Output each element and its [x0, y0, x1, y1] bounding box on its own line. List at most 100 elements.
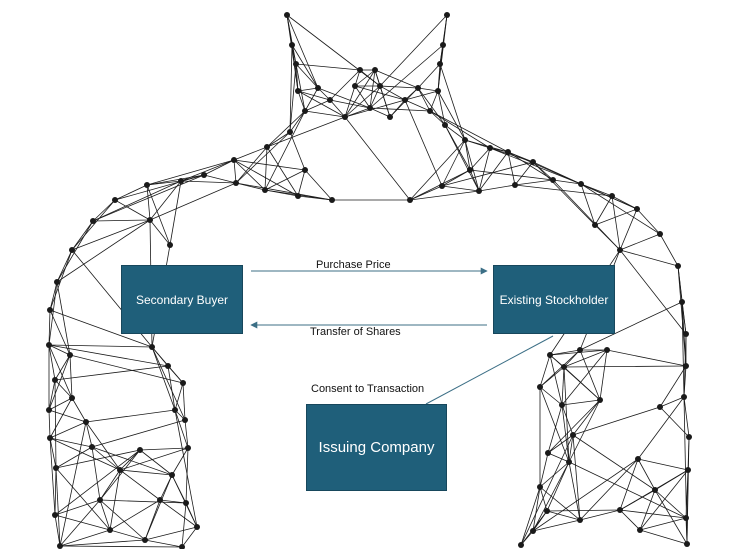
network-link — [619, 208, 638, 251]
network-link — [233, 159, 306, 171]
network-link — [417, 63, 441, 89]
network-link — [464, 139, 480, 192]
network-link — [59, 421, 87, 547]
network-link — [295, 63, 299, 92]
network-link — [379, 85, 406, 101]
network-link — [469, 147, 491, 171]
network-link — [686, 469, 689, 545]
network-link — [344, 99, 406, 118]
network-link — [547, 399, 601, 454]
network-node — [52, 512, 58, 518]
network-link — [48, 409, 51, 439]
network-node — [544, 508, 550, 514]
network-node — [530, 159, 536, 165]
network-link — [174, 409, 198, 528]
network-link — [594, 208, 638, 226]
network-link — [56, 281, 71, 356]
network-link — [619, 509, 641, 531]
network-node — [107, 527, 113, 533]
network-link — [329, 99, 346, 118]
network-link — [659, 406, 690, 438]
purchase-price-label: Purchase Price — [316, 259, 391, 271]
network-link — [580, 183, 596, 226]
network-link — [344, 85, 356, 118]
network-link — [639, 469, 689, 531]
network-link — [289, 110, 306, 133]
network-node — [179, 544, 185, 549]
network-link — [109, 529, 146, 541]
network-node — [289, 42, 295, 48]
network-node — [302, 167, 308, 173]
network-node — [157, 497, 163, 503]
network-link — [683, 396, 690, 438]
network-link — [637, 396, 685, 460]
network-link — [149, 182, 237, 221]
network-node — [90, 218, 96, 224]
network-link — [344, 116, 411, 201]
network-link — [639, 489, 656, 531]
network-link — [374, 69, 419, 89]
network-node — [46, 407, 52, 413]
network-link — [235, 131, 291, 184]
network-link — [561, 349, 608, 406]
network-link — [681, 301, 685, 398]
network-node — [83, 419, 89, 425]
network-link — [369, 107, 431, 112]
network-link — [48, 379, 56, 411]
network-link — [119, 447, 189, 471]
network-node — [264, 144, 270, 150]
network-link — [291, 44, 299, 92]
network-link — [563, 366, 570, 463]
network-link — [572, 434, 656, 491]
network-link — [291, 44, 319, 89]
consent-to-transaction-label: Consent to Transaction — [311, 383, 425, 395]
network-link — [354, 69, 376, 87]
network-link — [329, 69, 361, 101]
network-link — [182, 382, 186, 421]
network-link — [92, 180, 182, 222]
network-link — [639, 529, 688, 545]
network-node — [180, 380, 186, 386]
network-link — [233, 159, 237, 184]
network-node — [137, 447, 143, 453]
network-link — [444, 124, 466, 141]
network-link — [203, 174, 237, 184]
network-link — [59, 529, 111, 547]
existing-stockholder-box: Existing Stockholder — [493, 265, 615, 334]
network-link — [49, 421, 87, 439]
network-link — [49, 397, 73, 439]
network-link — [441, 161, 534, 187]
network-node — [52, 377, 58, 383]
network-node — [342, 114, 348, 120]
network-link — [441, 185, 480, 192]
network-link — [369, 107, 391, 118]
network-link — [48, 354, 71, 411]
network-link — [49, 437, 57, 469]
secondary-buyer-label: Secondary Buyer — [135, 292, 229, 307]
network-link — [552, 179, 582, 185]
network-link — [289, 63, 297, 133]
network-link — [532, 458, 639, 532]
network-link — [184, 419, 189, 449]
secondary-buyer-box: Secondary Buyer — [121, 265, 243, 334]
network-link — [289, 44, 293, 133]
network-link — [568, 434, 574, 463]
network-link — [295, 63, 361, 71]
network-link — [659, 233, 679, 267]
network-link — [54, 354, 71, 381]
network-node — [147, 217, 153, 223]
network-link — [568, 461, 581, 521]
network-link — [48, 281, 58, 346]
network-link — [561, 399, 601, 406]
network-link — [563, 365, 687, 368]
network-link — [48, 309, 51, 346]
network-node — [372, 67, 378, 73]
network-link — [429, 90, 439, 112]
network-link — [354, 85, 371, 109]
network-node — [233, 180, 239, 186]
network-link — [437, 63, 441, 92]
network-link — [99, 469, 121, 501]
network-link — [266, 110, 306, 148]
network-link — [55, 467, 111, 531]
network-node — [686, 434, 692, 440]
